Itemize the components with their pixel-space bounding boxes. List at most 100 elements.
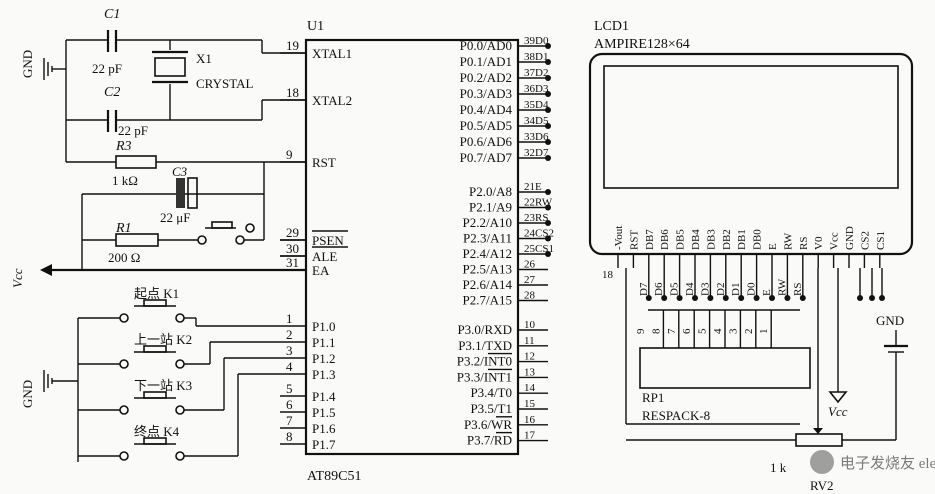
u1-pin-num-9: 9	[286, 147, 293, 162]
lcd-pin-rw: RW	[782, 232, 794, 250]
lcd-screen	[603, 65, 899, 189]
u1-pin-name-p12: P1.2	[312, 351, 335, 366]
c3-ref: C3	[172, 164, 188, 179]
u1-pin-name-p34t0: P3.4/T0	[470, 385, 512, 400]
gnd-label-top: GND	[20, 50, 35, 78]
u1-pin-name-p22a10: P2.2/A10	[463, 215, 512, 230]
u1-pin-name-p13: P1.3	[312, 367, 335, 382]
c2-value: 22 pF	[118, 123, 148, 138]
lcd-pin-db3: DB3	[705, 229, 717, 250]
u1-pin-num-5: 5	[286, 381, 293, 396]
rp1-pin-3: 3	[727, 328, 739, 334]
u1-pin-num-36: 36D3	[524, 83, 549, 95]
u1-pin-num-39: 39D0	[524, 35, 549, 47]
lcd-pin-db1: DB1	[736, 229, 748, 250]
lcd-pin-gnd: GND	[844, 226, 856, 250]
watermark: 电子发烧友 elecfans.com	[810, 450, 935, 474]
u1-pin-num-33: 33D6	[524, 131, 549, 143]
lcd-pin-vout: -Vout	[613, 226, 625, 250]
lcd-net-d5: D5	[669, 282, 681, 296]
r1-value: 200 Ω	[108, 250, 140, 265]
button-terminal-a	[119, 451, 129, 461]
lcd-pin-rst: RST	[628, 230, 640, 250]
button-terminal-b	[175, 359, 185, 369]
u1-pin-num-21: 21E	[524, 181, 542, 193]
lcd-pin-db6: DB6	[659, 229, 671, 250]
rp1-pin-1: 1	[758, 329, 770, 335]
u1-pin-num-16: 16	[524, 414, 536, 426]
u1-pin-num-38: 38D1	[524, 51, 548, 63]
c3-plate-b	[187, 177, 198, 209]
lcd-net-rs: RS	[792, 283, 804, 296]
crystal-ref: X1	[196, 51, 212, 66]
lcd-net-d2: D2	[715, 283, 727, 296]
lcd-net-d0: D0	[746, 282, 758, 296]
u1-pin-num-30: 30	[286, 241, 299, 256]
rp1-pin-8: 8	[650, 328, 662, 334]
lcd-ref: LCD1	[594, 19, 629, 34]
u1-pin-name-p20a8: P2.0/A8	[469, 184, 512, 199]
u1-pin-num-6: 6	[286, 397, 293, 412]
u1-pin-num-15: 15	[524, 398, 536, 410]
u1-pin-num-14: 14	[524, 382, 536, 394]
lcd-net-d6: D6	[653, 282, 665, 296]
button-label-k2: 上一站 K2	[134, 332, 192, 347]
u1-ref: U1	[307, 19, 324, 34]
u1-part: AT89C51	[307, 469, 361, 484]
u1-pin-name-p00ad0: P0.0/AD0	[460, 38, 512, 53]
c1-ref: C1	[104, 7, 120, 22]
rp1-pin-5: 5	[697, 328, 709, 334]
u1-pin-name-p37rd: P3.7/RD	[467, 433, 512, 448]
u1-pin-num-34: 34D5	[524, 115, 549, 127]
lcd-net-e: E	[761, 289, 773, 296]
lcd-first-pin: 18	[602, 269, 614, 281]
u1-pin-num-26: 26	[524, 259, 536, 271]
button-cap[interactable]	[143, 345, 167, 353]
button-cap[interactable]	[143, 299, 167, 307]
u1-pin-name-xtal1: XTAL1	[312, 46, 352, 61]
gnd-label-right: GND	[876, 313, 904, 328]
u1-pin-num-28: 28	[524, 290, 536, 302]
button-terminal-b	[175, 405, 185, 415]
c3-value: 22 μF	[160, 210, 190, 225]
u1-pin-num-22: 22RW	[524, 197, 553, 209]
u1-pin-num-37: 37D2	[524, 67, 548, 79]
button-cap[interactable]	[143, 437, 167, 445]
lcd-pin-rs: RS	[798, 237, 810, 250]
rp1-pin-4: 4	[712, 328, 724, 334]
u1-pin-name-p05ad5: P0.5/AD5	[460, 118, 512, 133]
r3-value: 1 kΩ	[112, 173, 138, 188]
rp1-pin-7: 7	[666, 328, 678, 334]
u1-pin-num-8: 8	[286, 429, 293, 444]
u1-pin-name-p24a12: P2.4/A12	[463, 246, 512, 261]
u1-pin-name-rst: RST	[312, 155, 336, 170]
watermark-text: 电子发烧友 elecfans.com	[840, 455, 935, 472]
u1-pin-num-12: 12	[524, 351, 535, 363]
rv2-ref: RV2	[810, 478, 834, 493]
button-label-k1: 起点 K1	[134, 286, 179, 301]
button-terminal-b	[175, 313, 185, 323]
u1-pin-num-17: 17	[524, 430, 536, 442]
rp1-part: RESPACK-8	[642, 408, 710, 423]
u1-pin-num-4: 4	[286, 359, 293, 374]
u1-pin-name-p11: P1.1	[312, 335, 335, 350]
rp1-body	[639, 347, 811, 389]
u1-pin-num-10: 10	[524, 319, 536, 331]
u1-left-pins: 19XTAL118XTAL29RST29PSEN30ALE31EA1P1.02P…	[280, 38, 352, 452]
lcd-pin-cs1: CS1	[875, 231, 887, 250]
u1-pin-name-ea: EA	[312, 263, 330, 278]
button-cap[interactable]	[143, 391, 167, 399]
oscillator-circuit: GND C1 22 pF C2 22 pF X1 CRYSTAL	[20, 7, 306, 138]
lcd-pin-db2: DB2	[721, 229, 733, 250]
c2-ref: C2	[104, 85, 120, 100]
u1-pin-num-35: 35D4	[524, 99, 549, 111]
lcd-pin-db5: DB5	[675, 229, 687, 250]
gnd-label-bottom: GND	[20, 380, 35, 408]
u1-pin-name-p26a14: P2.6/A14	[463, 277, 513, 292]
u1-pin-name-p04ad4: P0.4/AD4	[460, 102, 513, 117]
u1-pin-name-p02ad2: P0.2/AD2	[460, 70, 512, 85]
lcd-pin-vcc: Vcc	[829, 232, 841, 250]
